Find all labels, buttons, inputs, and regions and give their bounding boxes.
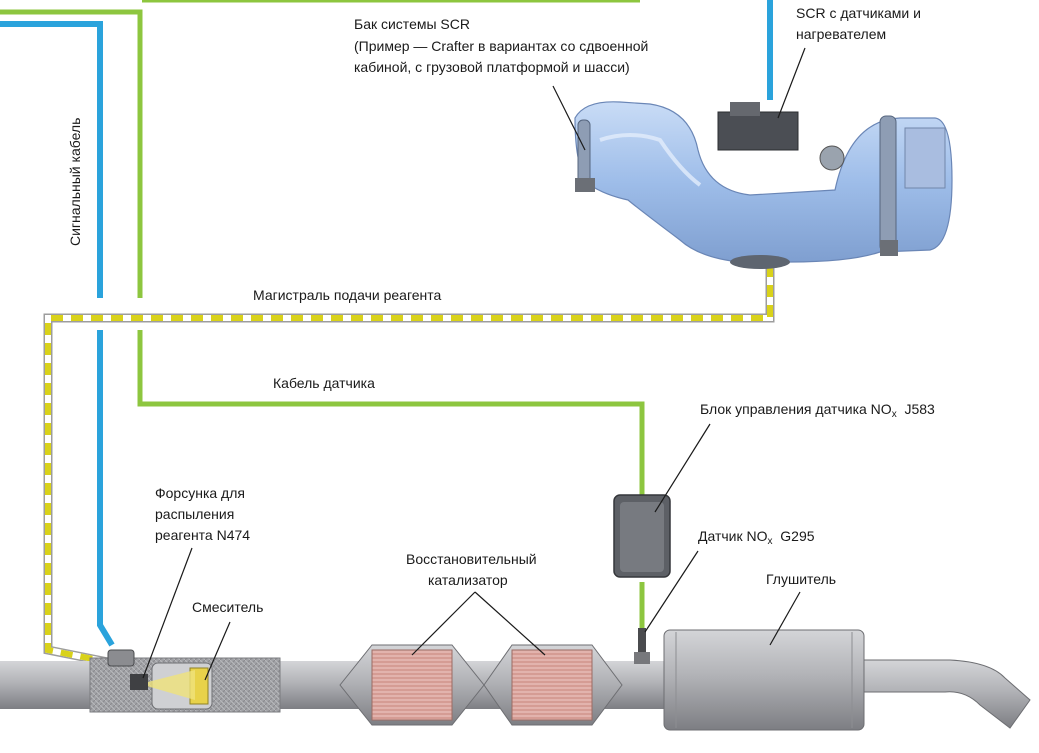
catalyst-label-line1: Восстановительный xyxy=(406,551,537,567)
muffler-label: Глушитель xyxy=(766,571,837,587)
nox-control-unit-code: J583 xyxy=(904,401,935,417)
nox-sensor-code: G295 xyxy=(780,528,815,544)
tank-title-label: Бак системы SCR xyxy=(354,16,470,32)
injector-label-line2: распыления xyxy=(155,506,235,522)
reagent-supply-line xyxy=(43,265,775,667)
scr-sensors-label-line2: нагревателем xyxy=(796,26,887,42)
sensor-cable-label: Кабель датчика xyxy=(273,375,375,391)
scr-sensors-label-line1: SCR с датчиками и xyxy=(796,5,921,21)
nox-control-unit-prefix: Блок управления датчика NO xyxy=(700,401,892,417)
nox-control-unit-sub: x xyxy=(891,409,897,420)
signal-cable-label: Сигнальный кабель xyxy=(67,117,83,246)
nox-control-unit-label: Блок управления датчика NOx J583 xyxy=(700,400,935,424)
scr-tank xyxy=(574,101,953,269)
leader-lines xyxy=(142,47,806,681)
sensor-cable xyxy=(0,0,645,628)
mixer-label: Смеситель xyxy=(192,599,264,615)
nox-sensor-prefix: Датчик NO xyxy=(698,528,768,544)
nox-sensor-label: Датчик NOx G295 xyxy=(698,527,815,551)
reagent-line-label: Магистраль подачи реагента xyxy=(253,287,442,303)
nox-control-unit xyxy=(613,494,671,578)
tank-note-line2: кабиной, с грузовой платформой и шасси) xyxy=(354,59,630,75)
nox-sensor-sub: x xyxy=(767,536,773,547)
injector-label-line3: реагента N474 xyxy=(155,527,251,543)
catalyst-label-line2: катализатор xyxy=(428,572,508,588)
exhaust-system xyxy=(0,628,1031,731)
injector-label-line1: Форсунка для xyxy=(155,485,245,501)
signal-cable xyxy=(0,0,773,647)
tank-note-line1: (Пример — Crafter в вариантах со сдвоенн… xyxy=(354,38,649,54)
